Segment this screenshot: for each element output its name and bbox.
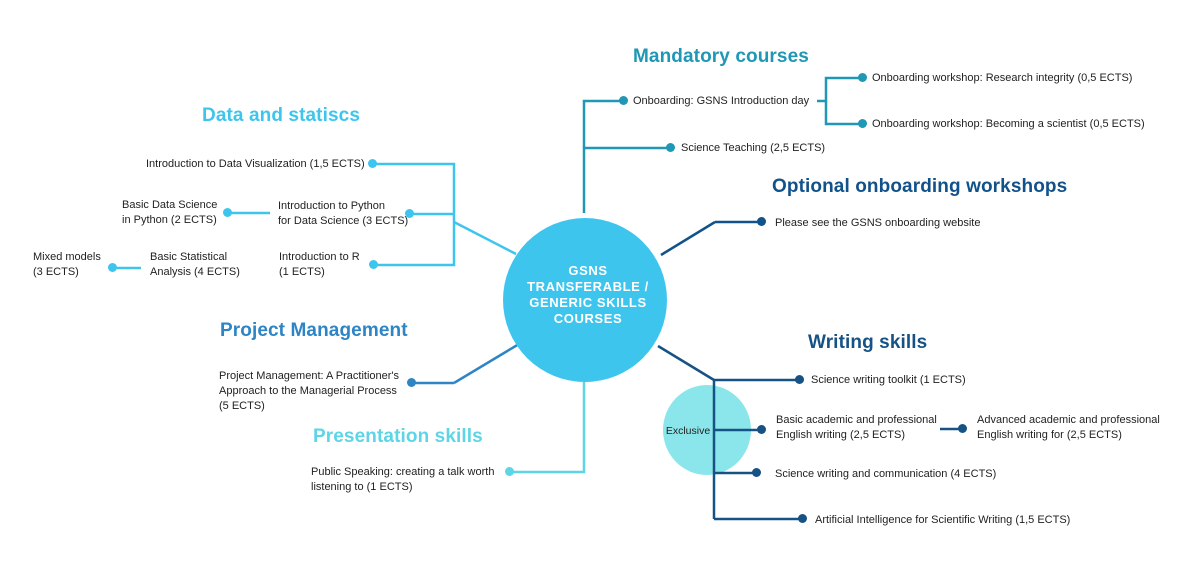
node-dot-python-intro bbox=[405, 209, 414, 218]
writing-branch bbox=[657, 344, 962, 521]
node-dot-mixed-models bbox=[108, 263, 117, 272]
course-onboarding: Onboarding: GSNS Introduction day bbox=[633, 95, 810, 107]
course-ai: Artificial Intelligence for Scientific W… bbox=[815, 514, 1071, 526]
heading-optional: Optional onboarding workshops bbox=[772, 176, 1068, 197]
node-dot-advanced-writing bbox=[958, 424, 967, 433]
node-dot-integrity bbox=[858, 73, 867, 82]
node-dot-onboarding bbox=[619, 96, 628, 105]
heading-mandatory: Mandatory courses bbox=[633, 46, 809, 67]
course-scientist: Onboarding workshop: Becoming a scientis… bbox=[872, 118, 1145, 130]
heading-project: Project Management bbox=[220, 320, 408, 341]
optional-branch bbox=[660, 220, 762, 257]
presentation-branch bbox=[510, 380, 586, 474]
center-circle bbox=[503, 218, 667, 382]
course-integrity: Onboarding workshop: Research integrity … bbox=[872, 72, 1133, 84]
node-dot-teaching bbox=[666, 143, 675, 152]
node-dot-ai bbox=[798, 514, 807, 523]
course-statistical: Basic Statistical Analysis (4 ECTS) bbox=[150, 251, 240, 278]
node-dot-communication bbox=[752, 468, 761, 477]
project-branch bbox=[412, 342, 520, 385]
course-mixed-models: Mixed models (3 ECTS) bbox=[33, 251, 101, 278]
node-dot-website bbox=[757, 217, 766, 226]
course-basic-writing: Basic academic and professional English … bbox=[776, 414, 937, 441]
exclusive-label: Exclusive bbox=[665, 425, 711, 437]
node-dot-visualization bbox=[368, 159, 377, 168]
node-dot-toolkit bbox=[795, 375, 804, 384]
node-dot-project bbox=[407, 378, 416, 387]
course-communication: Science writing and communication (4 ECT… bbox=[775, 468, 997, 480]
node-dot-scientist bbox=[858, 119, 867, 128]
course-basic-ds: Basic Data Science in Python (2 ECTS) bbox=[122, 199, 218, 226]
heading-writing: Writing skills bbox=[808, 332, 928, 353]
course-website: Please see the GSNS onboarding website bbox=[775, 217, 981, 229]
heading-presentation: Presentation skills bbox=[313, 426, 483, 447]
heading-data-stats: Data and statiscs bbox=[202, 105, 360, 126]
course-visualization: Introduction to Data Visualization (1,5 … bbox=[146, 158, 365, 170]
course-advanced-writing: Advanced academic and professional Engli… bbox=[977, 414, 1160, 441]
mandatory-branch bbox=[582, 76, 862, 213]
course-intro-r: Introduction to R (1 ECTS) bbox=[279, 251, 360, 278]
course-teaching: Science Teaching (2,5 ECTS) bbox=[681, 142, 826, 154]
exclusive-group-bubble bbox=[663, 385, 751, 475]
node-dot-basic-ds bbox=[223, 208, 232, 217]
course-toolkit: Science writing toolkit (1 ECTS) bbox=[811, 374, 966, 386]
node-dot-intro-r bbox=[369, 260, 378, 269]
course-project: Project Management: A Practitioner's App… bbox=[219, 370, 400, 412]
course-public-speaking: Public Speaking: creating a talk worth l… bbox=[311, 466, 495, 493]
course-python-intro: Introduction to Python for Data Science … bbox=[278, 200, 409, 227]
center-title: GSNS TRANSFERABLE / GENERIC SKILLS COURS… bbox=[527, 263, 649, 326]
node-dot-presentation bbox=[505, 467, 514, 476]
node-dot-basic-writing bbox=[757, 425, 766, 434]
